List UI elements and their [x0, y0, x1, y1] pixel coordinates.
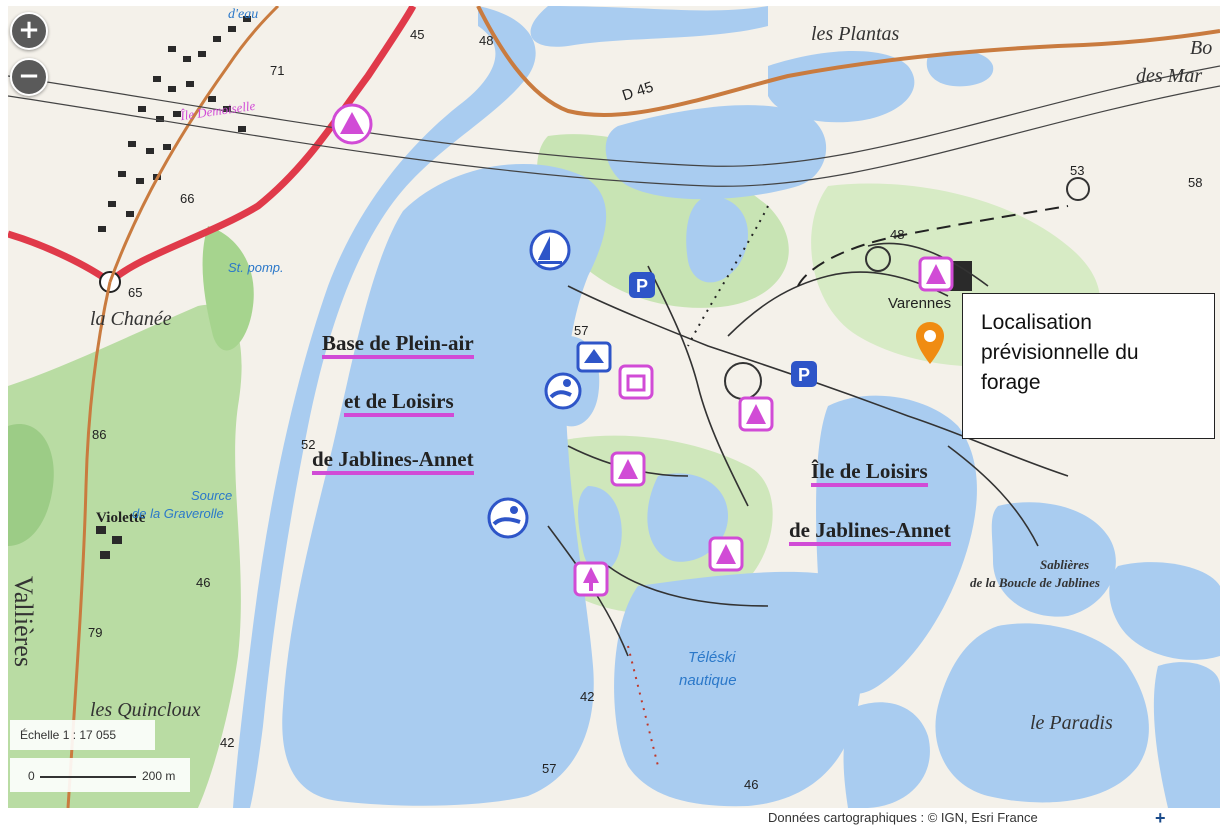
scale-end-label: 200 m	[142, 769, 176, 783]
label-st-pomp: St. pomp.	[228, 260, 284, 275]
beach-icon	[576, 341, 612, 373]
label-base-jablines: de Jablines-Annet	[312, 449, 474, 475]
elevation-label: 71	[270, 63, 285, 78]
label-teleski: Téléski	[688, 649, 736, 666]
label-bo: Bo	[1190, 37, 1213, 59]
elevation-label: 48	[890, 227, 905, 242]
attribution-expand-button[interactable]: +	[1155, 808, 1166, 828]
label-sablieres-boucle: de la Boucle de Jablines	[970, 575, 1100, 590]
elevation-label: 46	[744, 777, 759, 792]
scale-ratio: Échelle 1 : 17 055	[10, 720, 155, 750]
label-la-chanee: la Chanée	[90, 308, 172, 330]
zoom-out-button[interactable]: −	[10, 58, 48, 96]
leisure-icon	[618, 364, 654, 400]
elevation-label: 79	[88, 625, 103, 640]
label-base-plein-air: Base de Plein-air	[322, 333, 474, 359]
label-graverolle: de la Graverolle	[132, 506, 224, 521]
elevation-label: 46	[196, 575, 211, 590]
elevation-label: 53	[1070, 163, 1085, 178]
camping-icon	[708, 536, 744, 572]
elevation-label: 45	[410, 27, 425, 42]
label-sablieres: Sablières	[1040, 557, 1090, 572]
label-d-eau: d'eau	[228, 7, 259, 22]
label-vallieres: Vallières	[9, 576, 38, 667]
label-le-paradis: le Paradis	[1030, 712, 1113, 734]
zoom-in-icon: +	[18, 15, 40, 45]
label-source: Source	[191, 488, 233, 503]
elevation-label: 65	[128, 285, 143, 300]
parking-icon: P	[791, 361, 817, 387]
parking-icon: P	[629, 272, 655, 298]
swimming-icon	[544, 372, 582, 410]
elevation-label: 86	[92, 427, 107, 442]
elevation-label: 66	[180, 191, 195, 206]
scale-start-label: 0	[28, 769, 35, 783]
swimming-icon	[487, 497, 529, 539]
callout-line-1: Localisation	[981, 311, 1092, 334]
scale-line	[40, 776, 136, 778]
sailing-icon	[529, 229, 571, 271]
tree-icon	[573, 561, 609, 597]
elevation-label: 48	[479, 33, 494, 48]
elevation-label: 57	[542, 761, 557, 776]
forage-callout: Localisation prévisionnelle du forage	[962, 293, 1215, 439]
camping-icon	[610, 451, 646, 487]
scale-ratio-text: Échelle 1 : 17 055	[20, 728, 117, 742]
label-des-mar: des Mar	[1136, 65, 1203, 87]
label-ile-jablines: de Jablines-Annet	[789, 520, 951, 546]
callout-line-2: prévisionnelle du	[981, 341, 1139, 364]
label-nautique: nautique	[679, 672, 737, 689]
label-violette: Violette	[96, 510, 146, 526]
label-les-quincloux: les Quincloux	[90, 699, 201, 721]
camping-icon	[331, 103, 373, 145]
elevation-label: 52	[301, 437, 316, 452]
elevation-label: 42	[220, 735, 235, 750]
marker-icon[interactable]	[914, 320, 946, 366]
svg-text:P: P	[636, 276, 648, 296]
camping-icon	[738, 396, 774, 432]
label-les-plantas: les Plantas	[811, 23, 900, 45]
scale-bar: 0 200 m	[10, 758, 190, 792]
svg-text:P: P	[798, 365, 810, 385]
label-ile-loisirs: Île de Loisirs	[811, 461, 928, 487]
elevation-label: 58	[1188, 175, 1203, 190]
label-varennes: Varennes	[888, 295, 952, 312]
label-base-loisirs: et de Loisirs	[344, 391, 454, 417]
map-attribution: Données cartographiques : © IGN, Esri Fr…	[768, 810, 1038, 825]
camping-icon	[918, 256, 954, 292]
zoom-in-button[interactable]: +	[10, 12, 48, 50]
elevation-label: 42	[580, 689, 595, 704]
elevation-label: 57	[574, 323, 589, 338]
callout-line-3: forage	[981, 371, 1041, 394]
zoom-out-icon: −	[18, 61, 40, 91]
